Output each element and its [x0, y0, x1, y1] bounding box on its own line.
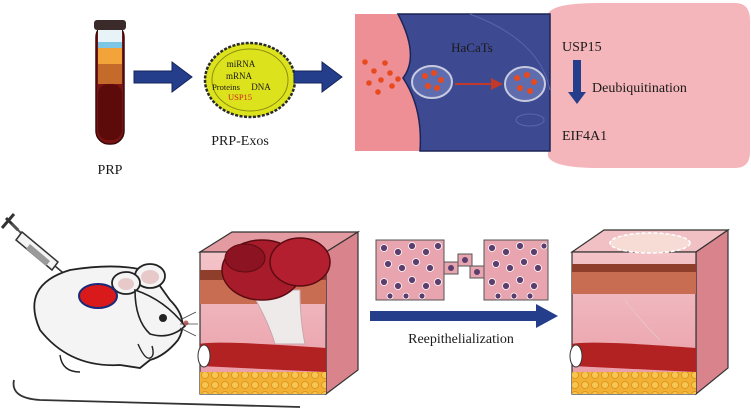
arrow-reepithelialization	[370, 304, 558, 328]
exo-proteins: Proteins	[212, 82, 240, 92]
pathway-bottom: EIF4A1	[562, 129, 607, 144]
tube-label: PRP	[98, 163, 123, 178]
exo-usp15: USP15	[228, 92, 252, 102]
exo-label: PRP-Exos	[211, 134, 269, 149]
prp-tube	[94, 20, 126, 145]
mouse	[12, 263, 301, 408]
wound-skin-block	[197, 230, 361, 396]
pathway-process: Deubiquitination	[592, 81, 687, 96]
pathway-top: USP15	[562, 40, 602, 55]
cell-label: HaCaTs	[451, 40, 493, 55]
keratinocyte-sheet-left	[375, 239, 445, 301]
arrow-exo-to-cell	[293, 61, 343, 93]
healed-skin-block	[569, 228, 730, 396]
pathway-panel	[548, 3, 750, 168]
cell-panel	[355, 13, 551, 152]
pathway-arrow	[568, 60, 586, 104]
exo-mrna: mRNA	[226, 71, 253, 81]
exo-dna: DNA	[251, 82, 271, 92]
exo-mirna: miRNA	[227, 59, 256, 69]
migrating-cells	[443, 253, 485, 279]
keratinocyte-sheet-right	[483, 239, 549, 301]
reepithelialization-label: Reepithelialization	[408, 332, 514, 347]
arrow-tube-to-exo	[133, 61, 193, 93]
